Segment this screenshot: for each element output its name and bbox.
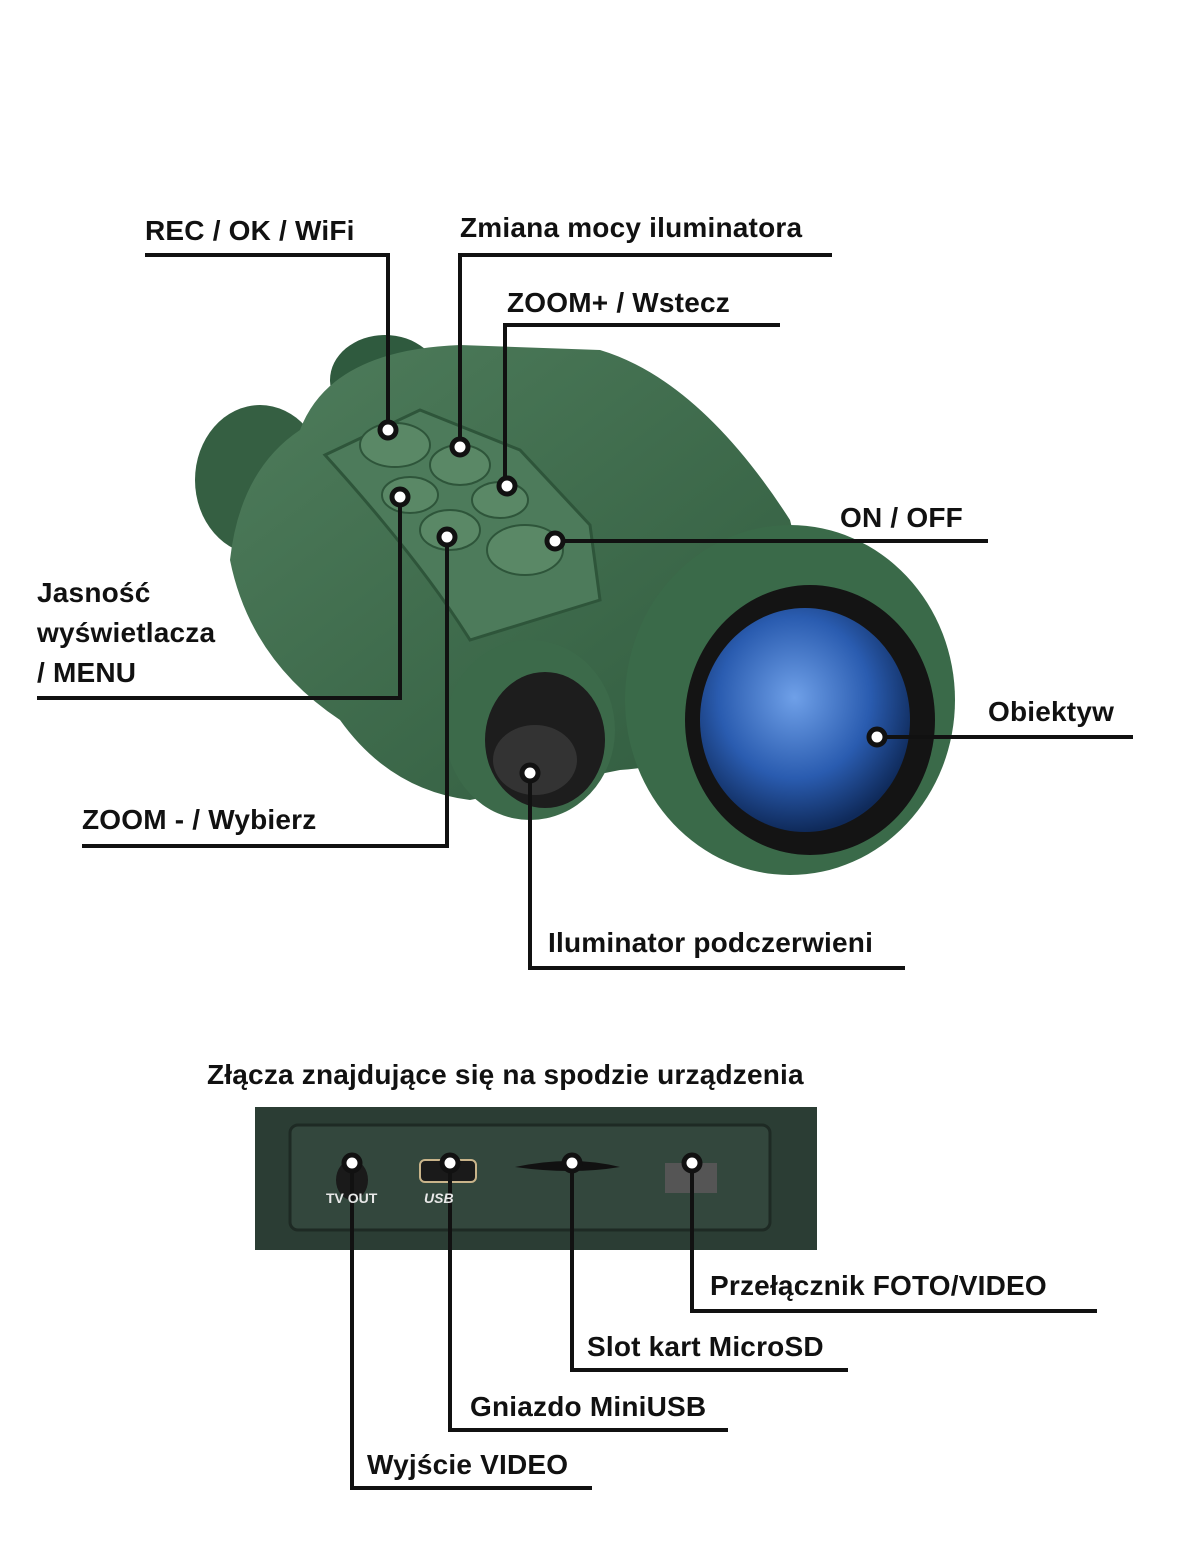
panel-tv-out-text: TV OUT xyxy=(326,1190,378,1206)
label-zoom-plus: ZOOM+ / Wstecz xyxy=(507,287,730,318)
label-foto-video-switch: Przełącznik FOTO/VIDEO xyxy=(710,1270,1047,1301)
connectors-title: Złącza znajdujące się na spodzie urządze… xyxy=(207,1059,804,1090)
label-ir-illuminator: Iluminator podczerwieni xyxy=(548,927,874,958)
label-brightness-1: Jasność xyxy=(37,577,151,608)
panel-usb-text: USB xyxy=(424,1190,454,1206)
label-miniusb: Gniazdo MiniUSB xyxy=(470,1391,707,1422)
leader-lines xyxy=(37,253,1133,1490)
ir-illuminator xyxy=(445,640,615,820)
label-on-off: ON / OFF xyxy=(840,502,963,533)
label-rec-ok-wifi: REC / OK / WiFi xyxy=(145,215,355,246)
label-brightness-2: wyświetlacza xyxy=(37,617,216,648)
label-microsd-slot: Slot kart MicroSD xyxy=(587,1331,824,1362)
label-lens: Obiektyw xyxy=(988,696,1115,727)
label-video-output: Wyjście VIDEO xyxy=(367,1449,569,1480)
label-brightness-3: / MENU xyxy=(37,657,137,688)
callout-dots xyxy=(341,419,888,1174)
objective-lens xyxy=(625,525,955,875)
power-button[interactable] xyxy=(486,524,564,576)
label-illuminator-power: Zmiana mocy iluminatora xyxy=(460,212,803,243)
label-zoom-minus: ZOOM - / Wybierz xyxy=(82,804,317,835)
